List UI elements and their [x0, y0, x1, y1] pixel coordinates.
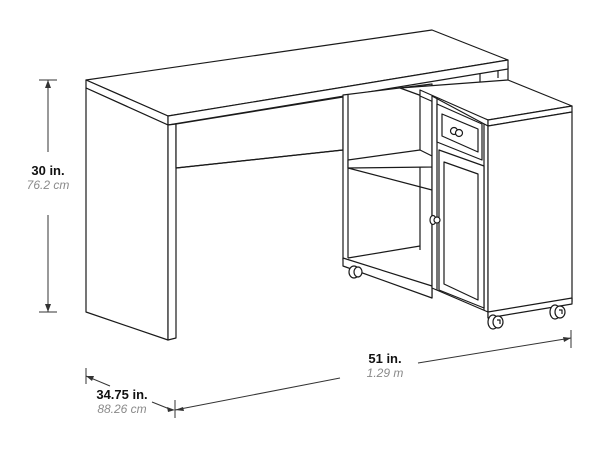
width-metric: 1.29 m — [366, 365, 404, 380]
caster-wheels — [348, 265, 566, 330]
cabinet-side — [487, 111, 573, 319]
open-shelf-unit — [342, 83, 433, 299]
width-dimension-line — [174, 330, 572, 411]
height-imperial: 30 in. — [31, 163, 65, 178]
depth-dimension-line — [85, 368, 176, 418]
caster-front-left — [348, 265, 363, 279]
cabinet-door — [429, 149, 485, 309]
depth-metric: 88.26 cm — [97, 401, 147, 416]
depth-label: 34.75 in. 88.26 cm — [82, 387, 162, 417]
depth-imperial: 34.75 in. — [96, 387, 148, 402]
height-metric: 76.2 cm — [26, 177, 70, 192]
left-panel-leg — [85, 87, 177, 341]
width-label: 51 in. 1.29 m — [350, 351, 420, 381]
height-dimension-line — [39, 79, 57, 313]
caster-front-right — [487, 314, 504, 330]
drawer — [436, 103, 483, 161]
height-label: 30 in. 76.2 cm — [18, 163, 78, 193]
desktop — [85, 29, 509, 126]
caster-back-right — [549, 304, 566, 320]
width-imperial: 51 in. — [368, 351, 402, 366]
